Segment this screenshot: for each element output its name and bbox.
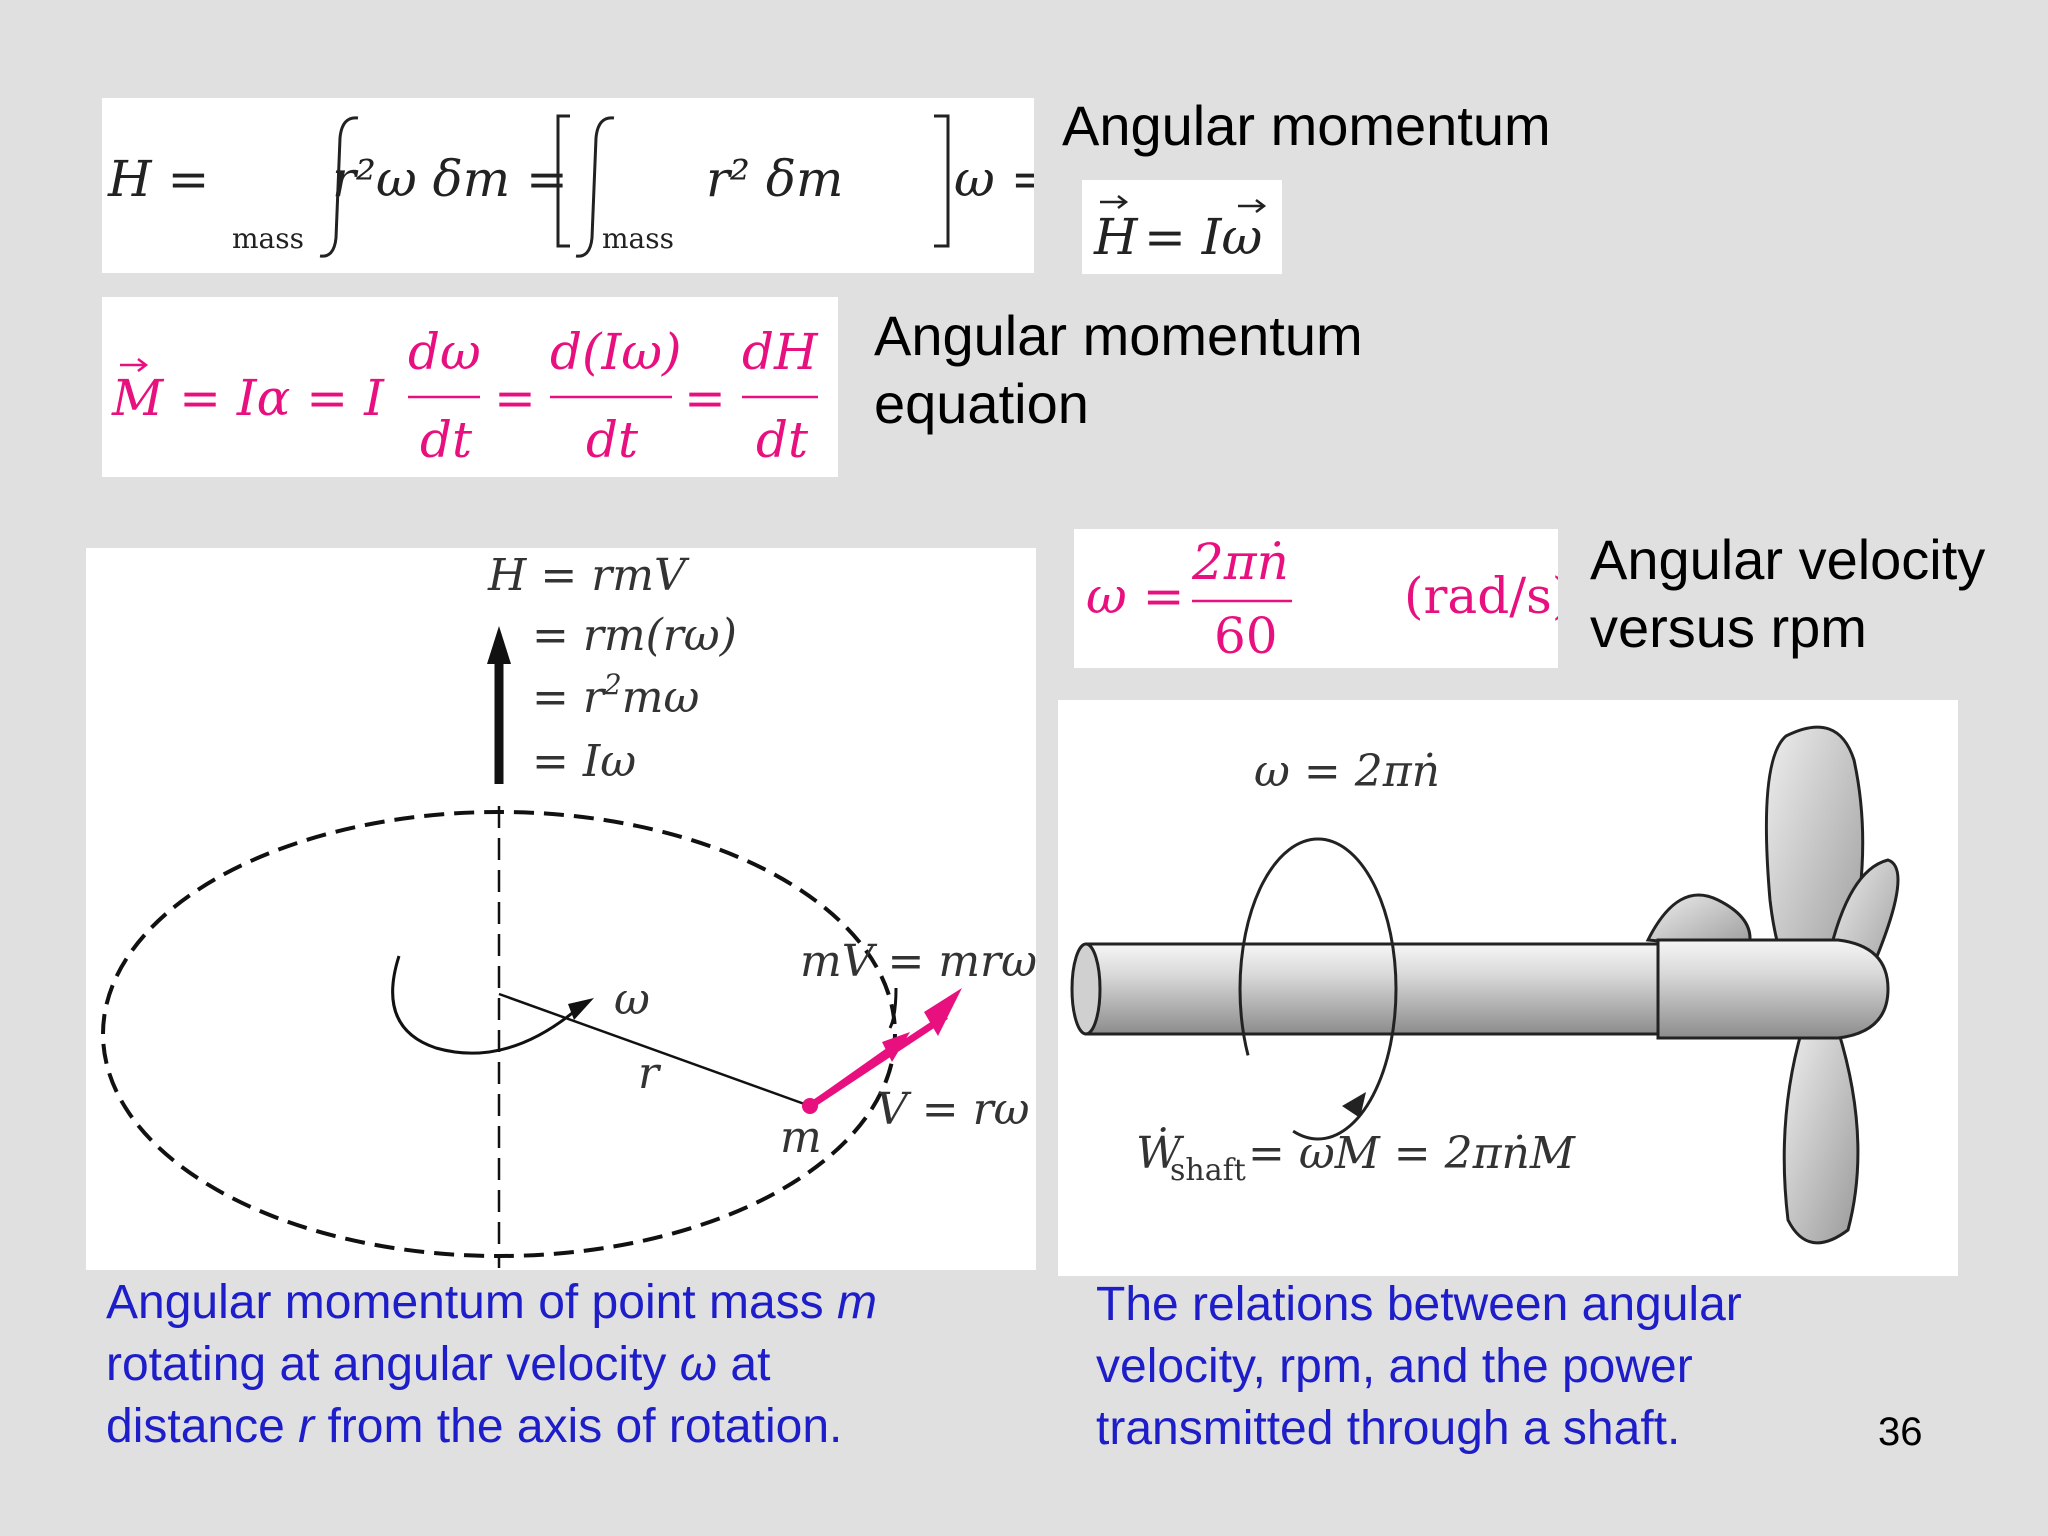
fig-omega-eq: ω = 2πṅ [1254, 746, 1440, 797]
fig-power: = ωM = 2πṅM [1248, 1128, 1576, 1179]
point-mass [802, 1098, 818, 1114]
fig-mv: mV = mrω [800, 936, 1036, 987]
equation-h-integral: H = mass r²ω δm = mass r² δm ω = Iω [107, 114, 1129, 258]
bracket-left [556, 114, 570, 248]
eq-sign-1: = [494, 369, 536, 427]
fig-w-sub: shaft [1170, 1153, 1246, 1188]
torque-rotation-arrow [1238, 837, 1398, 1141]
caption-right-line1: The relations between angular [1096, 1278, 1742, 1331]
frac1-num: dω [408, 323, 481, 381]
integral-sign-1 [319, 116, 359, 258]
eq-h-lhs: H = [107, 150, 209, 208]
momentum-mv-arrowhead [882, 1032, 910, 1062]
fig-v: V = rω [876, 1084, 1030, 1135]
mass-sub-1: mass [232, 222, 304, 255]
fig-r: r [638, 1048, 662, 1099]
eq-omega-unit: (rad/s) [1404, 567, 1558, 625]
vector-arrowhead-m [137, 358, 149, 372]
integral-sign-2 [575, 116, 615, 258]
torque-arrowhead [1342, 1092, 1366, 1118]
caption-left-line1: Angular momentum of point mass m [106, 1276, 877, 1329]
caption-left: Angular momentum of point mass m rotatin… [106, 1272, 877, 1458]
label-ame-line2: equation [874, 372, 1089, 435]
propeller-hub [1656, 938, 1890, 1040]
eq-sign-2: = [684, 369, 726, 427]
label-angular-velocity-rpm: Angular velocity versus rpm [1590, 526, 1985, 662]
figure-shaft: ω = 2πṅ Ẇ shaft = ωM = 2πṅM [1070, 725, 1900, 1245]
fig-w: Ẇ [1136, 1126, 1185, 1179]
label-angular-momentum-equation: Angular momentum equation [874, 302, 1363, 438]
label-avr-line2: versus rpm [1590, 596, 1867, 659]
eq-h-term1: r²ω δm = [332, 150, 568, 208]
fig-h1: H = rmV [487, 550, 690, 601]
eq-omega-den: 60 [1214, 607, 1278, 665]
figure-point-mass: H = rmV = rm(rω) = r2mω = Iω ω r m mV = … [101, 550, 1037, 1268]
vector-arrowhead-h [1117, 195, 1129, 209]
shaft-end [1070, 942, 1102, 1036]
equation-h-vector: H = Iω [1093, 195, 1267, 266]
figure-point-mass-box: H = rmV = rm(rω) = r2mω = Iω ω r m mV = … [86, 548, 1037, 1270]
page-number: 36 [1878, 1410, 1923, 1454]
frac1-den: dt [420, 411, 473, 469]
momentum-mv-vector [808, 1045, 894, 1109]
frac3-num: dH [742, 323, 819, 381]
momentum-vector-head [487, 626, 511, 664]
caption-left-line3: distance r from the axis of rotation. [106, 1400, 843, 1453]
caption-right-line2: velocity, rpm, and the power [1096, 1340, 1693, 1393]
eq-h-term2: r² δm [706, 150, 843, 208]
fig-h3: = r2mω [532, 668, 699, 723]
fig-h4: = Iω [532, 736, 636, 787]
fig-omega: ω [614, 974, 650, 1025]
propeller-blade-bottom [1782, 1028, 1860, 1245]
caption-left-line2: rotating at angular velocity ω at [106, 1338, 771, 1391]
vector-arrowhead-omega [1255, 199, 1267, 213]
eq-hvec-h: H [1093, 208, 1139, 266]
equation-h-vector-box: H = Iω [1082, 180, 1282, 274]
fig-h2: = rm(rω) [532, 610, 737, 661]
equation-omega-rpm: ω = 2πṅ 60 (rad/s) [1086, 533, 1571, 665]
bracket-right [934, 114, 950, 248]
frac3-den: dt [756, 411, 809, 469]
eq-hvec-rhs: = Iω [1144, 208, 1262, 266]
equation-moment: M = Iα = I dω dt = d(Iω) dt = dH dt [111, 323, 819, 469]
frac2-den: dt [586, 411, 639, 469]
velocity-arrowhead [924, 988, 962, 1036]
omega-rotation-arrow [391, 955, 577, 1055]
propeller-blade-left [1645, 893, 1752, 952]
caption-right-line3: transmitted through a shaft. [1096, 1402, 1681, 1455]
eq-m-lhs: M = Iα = I [111, 369, 385, 427]
shaft-body [1076, 942, 1662, 1036]
circular-path [101, 810, 897, 1258]
label-angular-momentum: Angular momentum [1062, 94, 1551, 157]
eq-omega-num: 2πṅ [1191, 533, 1289, 591]
label-avr-line1: Angular velocity [1590, 528, 1986, 591]
omega-arrowhead [568, 998, 594, 1020]
equation-omega-rpm-box: ω = 2πṅ 60 (rad/s) [1074, 529, 1571, 668]
eq-omega-lhs: ω = [1086, 567, 1185, 625]
radius-line [498, 992, 811, 1108]
label-ame-line1: Angular momentum [874, 304, 1363, 367]
eq-h-rhs: ω = Iω [954, 150, 1034, 208]
mass-sub-2: mass [602, 222, 674, 255]
figure-shaft-box: ω = 2πṅ Ẇ shaft = ωM = 2πṅM [1058, 700, 1958, 1276]
equation-h-integral-box: H = mass r²ω δm = mass r² δm ω = Iω [102, 98, 1129, 273]
circle-marker [888, 987, 898, 1029]
equation-moment-box: M = Iα = I dω dt = d(Iω) dt = dH dt [102, 297, 838, 477]
fig-m: m [780, 1112, 822, 1163]
frac2-num: d(Iω) [550, 323, 682, 381]
caption-right: The relations between angular velocity, … [1096, 1274, 1742, 1460]
